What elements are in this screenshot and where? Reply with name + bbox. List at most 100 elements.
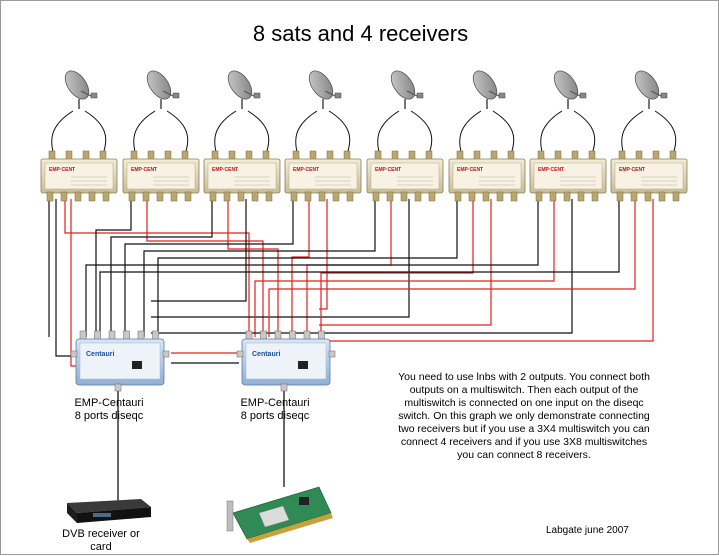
multiswitch-label-5 (370, 162, 440, 190)
cable-feed-sat-8 (319, 199, 654, 342)
diseqc-panel-1 (79, 342, 161, 380)
diseqc-output-port-2 (280, 383, 288, 392)
cable-feed-sat-3 (151, 199, 247, 302)
receiver-side (67, 503, 77, 523)
cable-black-sat-7 (85, 199, 539, 337)
cable-feed-sat-7 (151, 199, 573, 334)
diseqc-logo-2 (298, 361, 308, 369)
satellite-dish-6 (472, 70, 498, 100)
lnb-8 (660, 92, 668, 99)
satellite-dish-2 (146, 70, 172, 100)
pci-card-chip (299, 497, 309, 505)
dvb-receiver-box (67, 499, 151, 523)
pci-card-bracket (226, 500, 234, 532)
diseqc-side-port-r-2 (328, 350, 336, 358)
cable-black-side-left (55, 199, 75, 357)
cable-feed-sat-4 (319, 199, 328, 310)
cable-red-sat-4 (291, 199, 310, 337)
satellite-dish-5 (390, 70, 416, 100)
device-layer: EMP·CENT EMP·CENT EMP·CENT EMP·CENT EMP·CENT… (40, 70, 688, 543)
credit-text: Labgate june 2007 (546, 525, 629, 536)
lnb-2 (172, 92, 180, 99)
cable-red-sat-8 (268, 199, 636, 337)
diseqc-logo-1 (132, 361, 142, 369)
switch-bottom-port-6-1 (454, 191, 462, 202)
switch-bottom-port-7-1 (535, 191, 543, 202)
switch-bottom-port-5-1 (372, 191, 380, 202)
satellite-unit-4: EMP·CENT (284, 70, 362, 202)
diseqc-switch-2: Centauri (236, 330, 336, 392)
switch-bottom-port-8-2 (630, 191, 638, 202)
diseqc-brand-2: Centauri (252, 351, 280, 358)
diseqc-side-port-l-1 (70, 350, 78, 358)
switch-bottom-port-2-5 (184, 191, 192, 202)
switch-bottom-port-3-2 (223, 191, 231, 202)
satellite-dish-8 (634, 70, 660, 100)
lnb-7 (579, 92, 587, 99)
switch-bottom-port-7-4 (577, 191, 585, 202)
switch-bottom-port-5-4 (414, 191, 422, 202)
diseqc-label-left-line1: EMP-Centauri (74, 397, 144, 409)
switch-bottom-port-5-2 (386, 191, 394, 202)
receiver-label: DVB receiver or card (51, 528, 151, 554)
diseqc-label-right-line2: 8 ports diseqc (240, 410, 310, 422)
lnb-3 (253, 92, 261, 99)
multiswitch-label-2 (126, 162, 196, 190)
multiswitch-label-7 (533, 162, 603, 190)
satellite-unit-3: EMP·CENT (203, 70, 281, 202)
note-line-6: connect 4 receivers and if you use 3X8 m… (400, 436, 648, 448)
switch-bottom-port-6-3 (482, 191, 490, 202)
cable-red-sat-5 (306, 199, 392, 337)
switch-bottom-port-8-3 (644, 191, 652, 202)
lnb-5 (416, 92, 424, 99)
note-line-3: multiswitch is connected on one input on… (404, 397, 644, 409)
switch-bottom-port-1-4 (88, 191, 96, 202)
pci-card-tuner (258, 505, 290, 528)
satellite-dish-3 (227, 70, 253, 100)
receiver-display (93, 513, 111, 517)
pci-card-connector (247, 513, 333, 543)
pci-tuner-card (226, 486, 333, 543)
satellite-unit-7: EMP·CENT (529, 70, 607, 202)
satellite-unit-8: EMP·CENT (610, 70, 688, 202)
multiswitch-brand-5: EMP·CENT (375, 167, 401, 173)
satellite-unit-1: EMP·CENT (40, 70, 118, 202)
switch-bottom-port-5-5 (428, 191, 436, 202)
switch-bottom-port-4-3 (318, 191, 326, 202)
switch-bottom-port-5-3 (400, 191, 408, 202)
multiswitch-label-3 (207, 162, 277, 190)
switch-bottom-port-7-5 (591, 191, 599, 202)
multiswitch-brand-8: EMP·CENT (619, 167, 645, 173)
multiswitch-brand-1: EMP·CENT (49, 167, 75, 173)
satellite-dish-7 (553, 70, 579, 100)
diseqc-label-left-line2: 8 ports diseqc (74, 410, 144, 422)
switch-bottom-port-6-4 (496, 191, 504, 202)
switch-bottom-port-1-2 (60, 191, 68, 202)
multiswitch-label-6 (452, 162, 522, 190)
explanation-note: You need to use lnbs with 2 outputs. You… (379, 371, 669, 462)
switch-bottom-port-8-5 (672, 191, 680, 202)
multiswitch-brand-7: EMP·CENT (538, 167, 564, 173)
satellite-unit-6: EMP·CENT (448, 70, 526, 202)
diseqc-label-right: EMP-Centauri 8 ports diseqc (225, 397, 325, 423)
note-line-2: outputs on a multiswitch. Then each outp… (409, 384, 639, 396)
cable-black-sat-5 (143, 199, 376, 337)
switch-bottom-port-2-2 (142, 191, 150, 202)
cable-red-sat-6 (320, 199, 474, 337)
diagram-title: 8 sats and 4 receivers (252, 21, 469, 46)
satellite-dish-4 (308, 70, 334, 100)
diseqc-output-port-1 (114, 383, 122, 392)
satellite-unit-5: EMP·CENT (366, 70, 444, 202)
cable-black-sat-8 (99, 199, 620, 337)
diseqc-brand-1: Centauri (86, 351, 114, 358)
cable-red-sat-3 (227, 199, 279, 337)
switch-bottom-port-7-3 (563, 191, 571, 202)
switch-bottom-port-4-4 (332, 191, 340, 202)
multiswitch-brand-4: EMP·CENT (293, 167, 319, 173)
multiswitch-brand-6: EMP·CENT (457, 167, 483, 173)
lnb-4 (334, 92, 342, 99)
switch-bottom-port-8-4 (658, 191, 666, 202)
note-line-5: two receivers but if you use a 3X4 multi… (398, 423, 650, 435)
